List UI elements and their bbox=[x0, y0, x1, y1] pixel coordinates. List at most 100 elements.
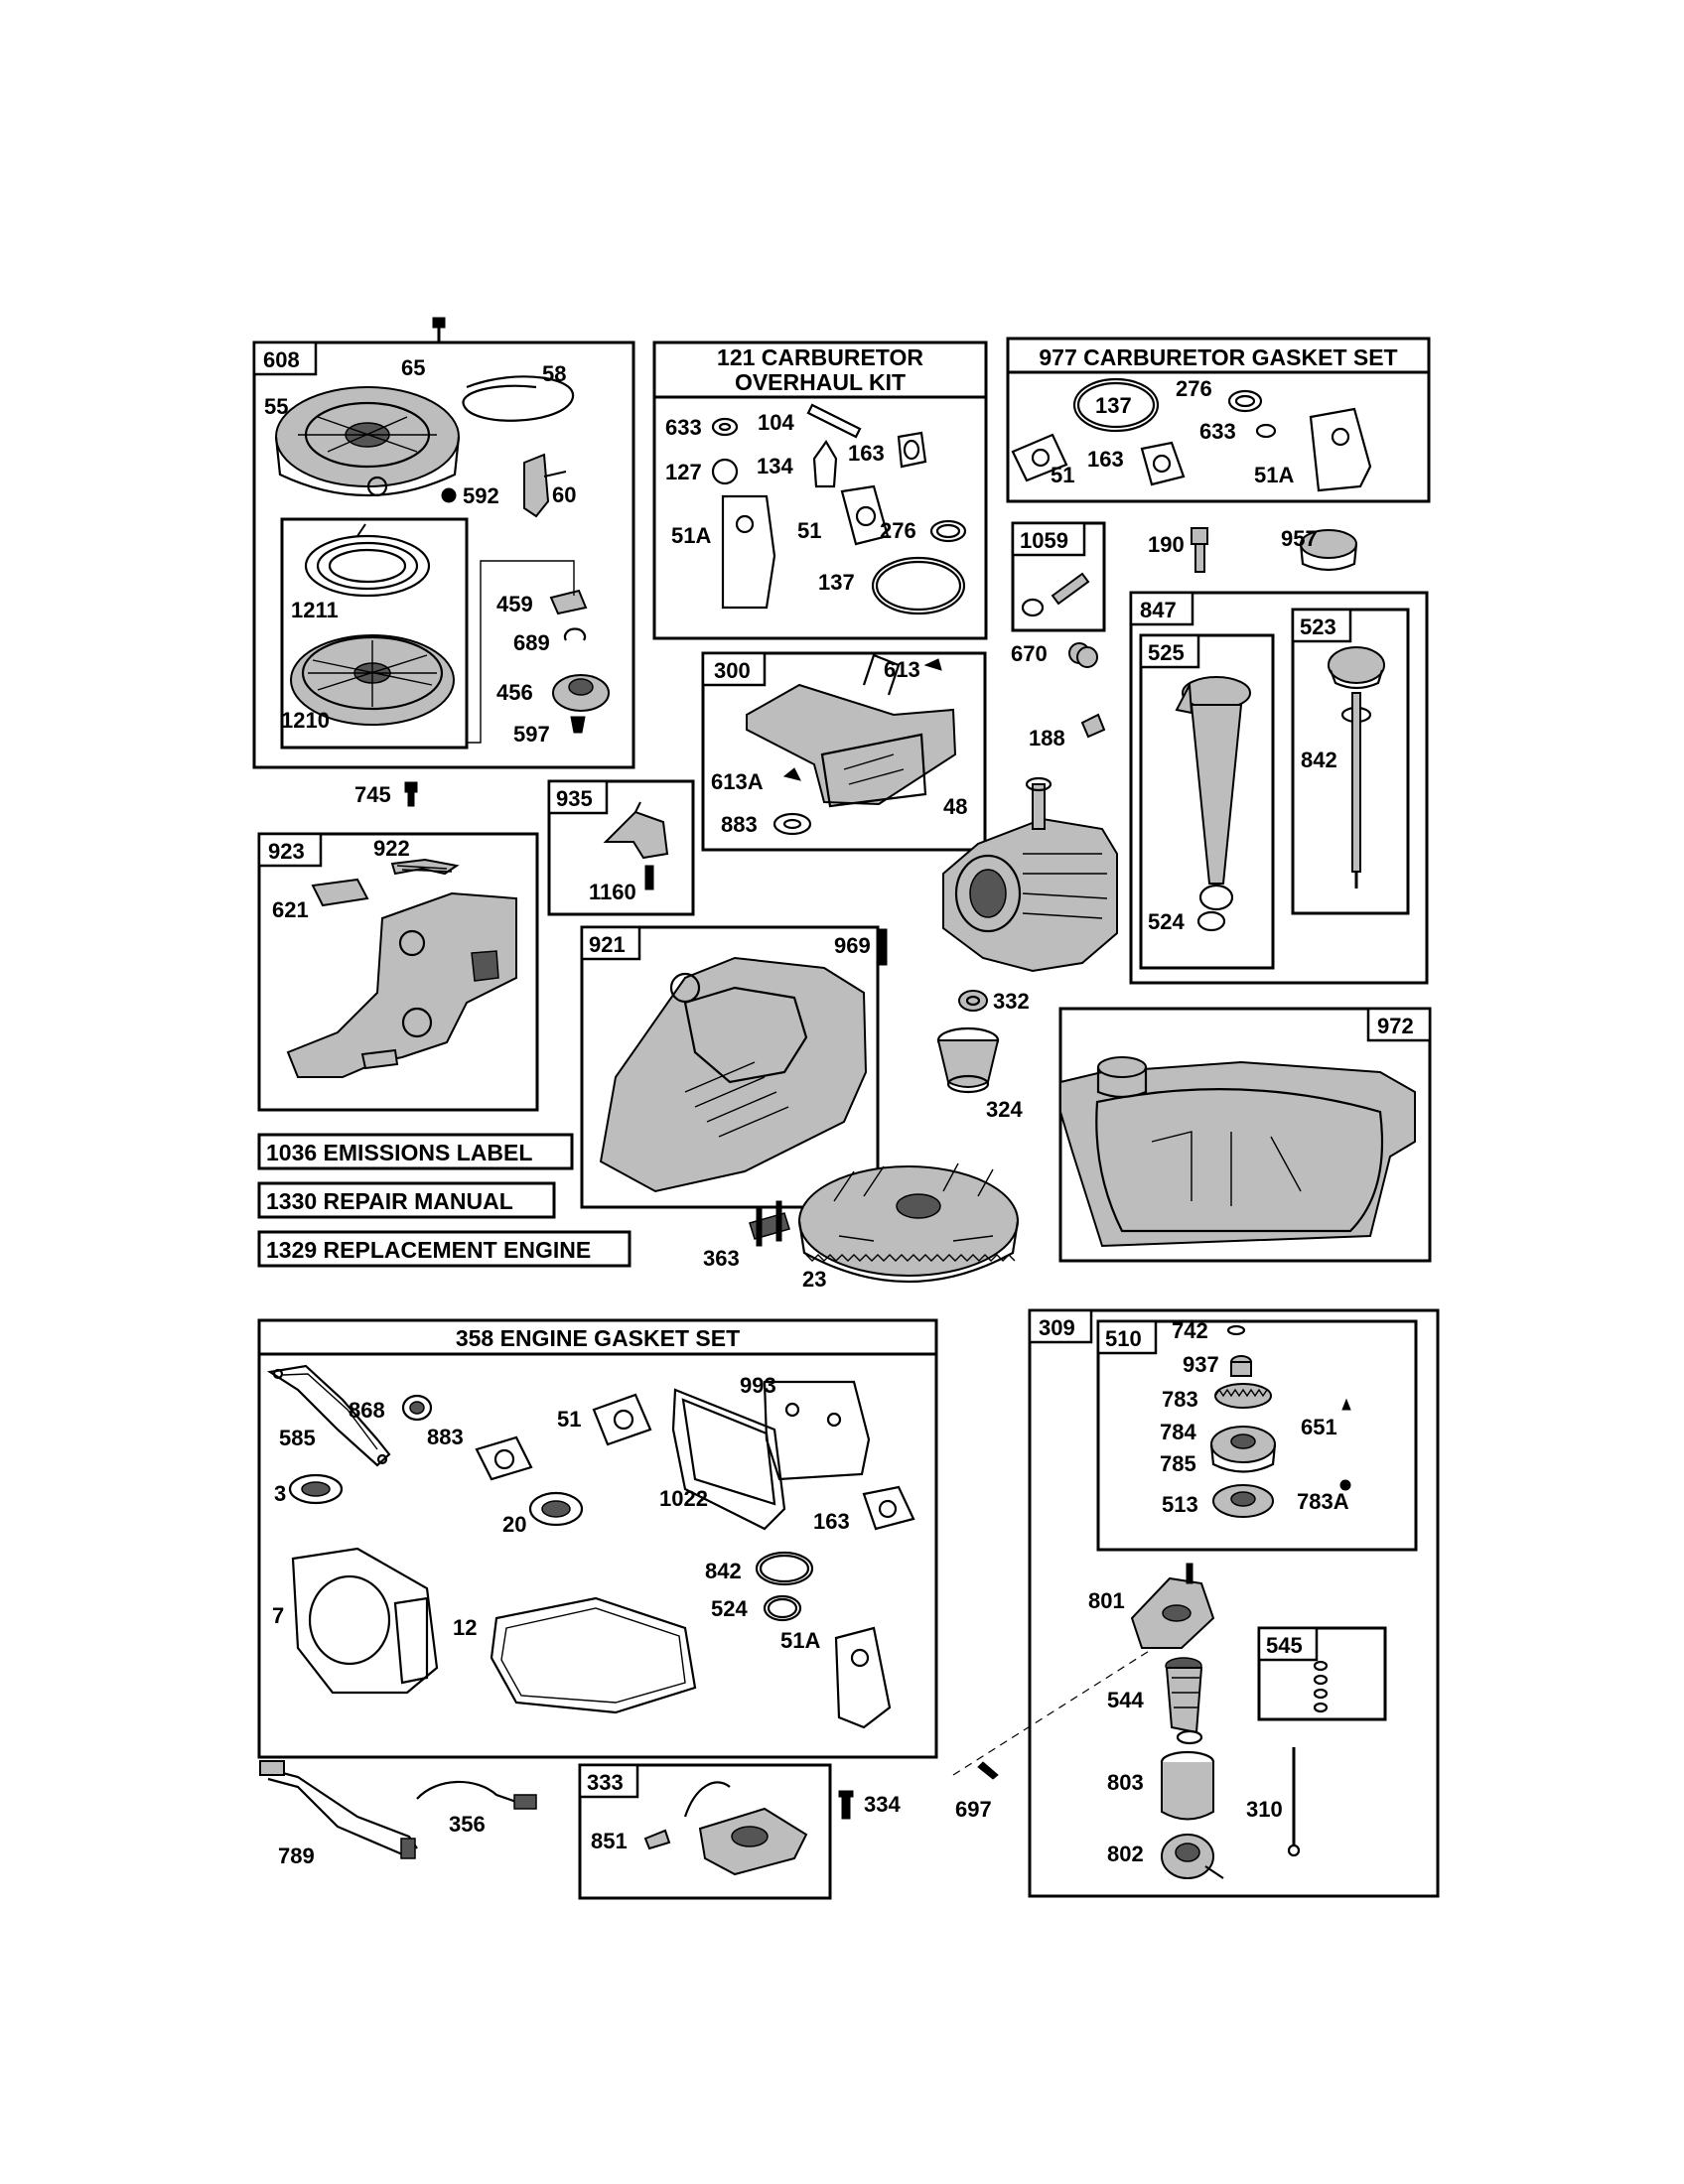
frame-935 bbox=[547, 779, 695, 916]
label-633-overhaul: 633 bbox=[665, 415, 702, 440]
tag-608: 608 bbox=[263, 347, 300, 372]
label-621: 621 bbox=[272, 897, 309, 922]
label-65: 65 bbox=[401, 355, 425, 380]
label-51A-engine-gasket: 51A bbox=[780, 1628, 820, 1653]
tag-525: 525 bbox=[1148, 640, 1185, 665]
frame-847 bbox=[1129, 591, 1429, 985]
frame-608 bbox=[252, 341, 635, 769]
part-number-labels: 65 58 55 592 60 1211 459 689 456 1210 59… bbox=[264, 355, 1349, 1868]
starter-cup-324-drawing bbox=[936, 1026, 1000, 1094]
label-363: 363 bbox=[703, 1246, 740, 1271]
frame-972 bbox=[1058, 1007, 1432, 1263]
label-7: 7 bbox=[272, 1603, 284, 1628]
label-868: 868 bbox=[349, 1398, 385, 1423]
label-957: 957 bbox=[1281, 526, 1318, 551]
label-334: 334 bbox=[864, 1792, 901, 1817]
clip-689-drawing bbox=[563, 627, 587, 641]
label-803: 803 bbox=[1107, 1770, 1144, 1795]
label-697: 697 bbox=[955, 1797, 992, 1822]
title-carburetor-gasket-set: 977 CARBURETOR GASKET SET bbox=[1039, 344, 1397, 370]
screw-745-drawing bbox=[404, 781, 418, 807]
label-459: 459 bbox=[496, 592, 533, 616]
label-51A-overhaul: 51A bbox=[671, 523, 711, 548]
frame-emissions-label bbox=[257, 1133, 574, 1170]
label-937: 937 bbox=[1183, 1352, 1219, 1377]
label-524-seal: 524 bbox=[711, 1596, 748, 1621]
bolt-1059-drawing bbox=[1021, 572, 1090, 617]
label-633-gasket: 633 bbox=[1199, 419, 1236, 444]
label-842-dipstick: 842 bbox=[1301, 748, 1337, 772]
starter-motor-drawing bbox=[952, 1563, 1329, 1879]
frame-309 bbox=[1028, 1308, 1440, 1898]
label-597: 597 bbox=[513, 722, 550, 747]
label-592: 592 bbox=[463, 483, 499, 508]
frame-525 bbox=[1139, 633, 1275, 970]
title-replacement-engine: 1329 REPLACEMENT ENGINE bbox=[266, 1237, 591, 1263]
label-785: 785 bbox=[1160, 1451, 1196, 1476]
label-745: 745 bbox=[354, 782, 391, 807]
label-51-gasket: 51 bbox=[1051, 463, 1074, 487]
label-137-overhaul: 137 bbox=[818, 570, 855, 595]
label-842-seal: 842 bbox=[705, 1559, 742, 1583]
section-frames bbox=[252, 337, 1440, 1900]
number-tags: 608 300 1059 847 525 523 935 923 921 972… bbox=[252, 341, 1432, 1799]
dipstick-drawing bbox=[1328, 646, 1385, 888]
wiring-harness-drawing bbox=[259, 1760, 537, 1859]
fuel-tank-drawing bbox=[1059, 1056, 1416, 1248]
label-276-overhaul: 276 bbox=[880, 518, 916, 543]
tag-921: 921 bbox=[589, 932, 626, 957]
label-544: 544 bbox=[1107, 1688, 1144, 1712]
bolt-65-drawing bbox=[432, 317, 446, 342]
title-engine-gasket-set: 358 ENGINE GASKET SET bbox=[456, 1325, 740, 1351]
tag-333: 333 bbox=[587, 1770, 624, 1795]
bracket-363-drawing bbox=[749, 1200, 790, 1247]
label-802: 802 bbox=[1107, 1842, 1144, 1866]
bracket-935-drawing bbox=[603, 801, 669, 890]
bushing-670-drawing bbox=[1068, 642, 1098, 668]
title-overhaul-kit-line2: OVERHAUL KIT bbox=[735, 369, 906, 395]
label-585: 585 bbox=[279, 1426, 316, 1450]
label-60: 60 bbox=[552, 482, 576, 507]
label-783A: 783A bbox=[1297, 1489, 1349, 1514]
tag-300: 300 bbox=[714, 658, 751, 683]
frame-333 bbox=[578, 1763, 832, 1900]
rewind-spring-drawing bbox=[304, 523, 431, 598]
frame-921 bbox=[580, 925, 880, 1209]
frame-carburetor-overhaul-kit bbox=[652, 341, 988, 640]
label-689: 689 bbox=[513, 630, 550, 655]
label-12: 12 bbox=[453, 1615, 477, 1640]
label-163-gasket: 163 bbox=[1087, 447, 1124, 472]
carb-gasket-parts bbox=[1011, 377, 1372, 492]
label-310: 310 bbox=[1246, 1797, 1283, 1822]
label-190: 190 bbox=[1148, 532, 1185, 557]
label-276-gasket: 276 bbox=[1176, 376, 1212, 401]
label-188: 188 bbox=[1029, 726, 1065, 751]
label-783: 783 bbox=[1162, 1387, 1198, 1412]
starter-pulley-drawing bbox=[290, 634, 455, 726]
label-513: 513 bbox=[1162, 1492, 1198, 1517]
frame-replacement-engine bbox=[257, 1230, 632, 1268]
starter-drive-drawing bbox=[1209, 1324, 1351, 1518]
label-137-gasket: 137 bbox=[1095, 393, 1132, 418]
label-524-tube: 524 bbox=[1148, 909, 1185, 934]
tag-972: 972 bbox=[1377, 1014, 1414, 1038]
label-651: 651 bbox=[1301, 1415, 1337, 1439]
label-163-engine-gasket: 163 bbox=[813, 1509, 850, 1534]
blower-housing-drawing bbox=[599, 928, 888, 1193]
label-456: 456 bbox=[496, 680, 533, 705]
frame-repair-manual bbox=[257, 1181, 556, 1219]
label-163-overhaul: 163 bbox=[848, 441, 885, 466]
title-repair-manual: 1330 REPAIR MANUAL bbox=[266, 1188, 513, 1214]
label-851: 851 bbox=[591, 1829, 628, 1853]
label-1210: 1210 bbox=[281, 708, 330, 733]
frame-engine-gasket-set bbox=[257, 1318, 938, 1759]
label-127: 127 bbox=[665, 460, 702, 484]
label-613A: 613A bbox=[711, 769, 764, 794]
label-51-overhaul: 51 bbox=[797, 518, 821, 543]
label-20: 20 bbox=[502, 1512, 526, 1537]
tag-309: 309 bbox=[1039, 1315, 1075, 1340]
label-1160: 1160 bbox=[589, 880, 636, 904]
pawl-459-drawing bbox=[549, 589, 588, 615]
screw-188-drawing bbox=[1080, 713, 1106, 739]
